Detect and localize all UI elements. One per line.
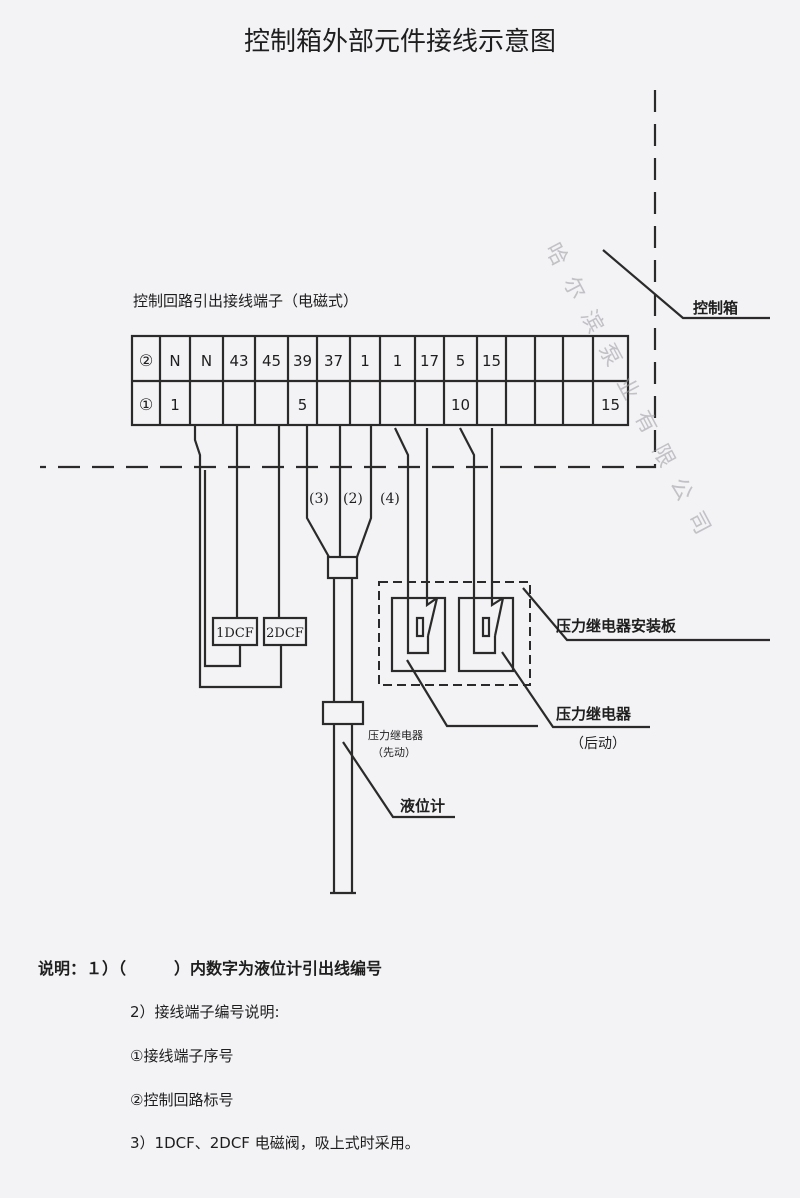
gauge-tube xyxy=(332,578,354,893)
relay-late-sub: （后动） xyxy=(570,736,626,752)
terminal-cell: 15 xyxy=(601,396,620,414)
terminal-cell: 1 xyxy=(393,352,403,370)
terminal-cell: 37 xyxy=(324,352,343,370)
relay-early xyxy=(390,596,447,673)
level-gauge-label: 液位计 xyxy=(400,797,445,815)
valve-1dcf xyxy=(211,616,259,647)
terminal-cell: 1 xyxy=(360,352,370,370)
wire-gauge-3 xyxy=(305,425,330,558)
wire-relay-late-a xyxy=(459,427,497,655)
relay-late-contact xyxy=(481,616,491,638)
terminal-caption: 控制回路引出接线端子（电磁式） xyxy=(133,292,358,310)
relay-late xyxy=(457,596,515,673)
relay-late-label: 压力继电器 xyxy=(556,705,632,723)
diagram-title: 控制箱外部元件接线示意图 xyxy=(244,27,556,57)
gauge-junction-box xyxy=(326,555,359,580)
wire-gauge-4 xyxy=(355,425,373,558)
relay-late-switch xyxy=(493,597,505,637)
terminal-cell: 5 xyxy=(298,396,308,414)
terminal-cell: 43 xyxy=(229,352,248,370)
wires xyxy=(193,425,504,689)
note-3: ①接线端子序号 xyxy=(130,1047,233,1065)
wire-relay-late-b xyxy=(490,428,504,608)
control-box-callout xyxy=(602,249,770,320)
note-1: 说明：１）（ ）内数字为液位计引出线编号 xyxy=(38,959,382,978)
watermark: 哈尔滨泵业有限公司 xyxy=(540,239,723,553)
mount-plate-label: 压力继电器安装板 xyxy=(556,617,677,635)
table-row-label: ② xyxy=(139,351,153,370)
terminal-cell: 1 xyxy=(170,396,180,414)
terminal-cell: 10 xyxy=(451,396,470,414)
wire-relay-early-b xyxy=(425,428,438,608)
relay-early-contact xyxy=(415,616,425,638)
relay-late-callout xyxy=(501,651,650,729)
terminal-cell: 39 xyxy=(293,352,312,370)
gauge-flange xyxy=(321,700,365,726)
level-gauge xyxy=(321,555,365,895)
terminal-cell: N xyxy=(201,352,212,370)
wire-number-2: (2) xyxy=(343,491,363,507)
relay-early-callout xyxy=(406,659,538,728)
relay-early-sub: （先动） xyxy=(372,746,416,759)
control-box-label: 控制箱 xyxy=(693,299,738,317)
note-5: 3）1DCF、2DCF 电磁阀，吸上式时采用。 xyxy=(130,1134,420,1152)
terminal-cell: 45 xyxy=(262,352,281,370)
mount-plate-callout xyxy=(522,587,770,642)
relay-early-switch xyxy=(426,597,439,637)
note-4: ②控制回路标号 xyxy=(130,1091,233,1109)
valve-2dcf-label: 2DCF xyxy=(266,626,304,641)
relay-early-label: 压力继电器 xyxy=(368,729,423,742)
wire-number-4: (4) xyxy=(380,491,400,507)
level-gauge-callout xyxy=(342,741,455,819)
terminal-cell: 15 xyxy=(482,352,501,370)
terminal-cell: 17 xyxy=(420,352,439,370)
table-row-label: ① xyxy=(139,395,153,414)
wire-relay-early-a xyxy=(394,427,430,655)
wire-1dcf-return xyxy=(203,470,242,668)
terminal-cell: N xyxy=(169,352,180,370)
terminal-cell: 5 xyxy=(456,352,466,370)
wire-number-3: (3) xyxy=(309,491,329,507)
note-2: 2）接线端子编号说明: xyxy=(130,1003,280,1021)
valve-2dcf xyxy=(262,616,308,647)
control-box-boundary xyxy=(40,90,657,469)
valve-1dcf-label: 1DCF xyxy=(216,626,254,641)
relay-mount-plate xyxy=(378,581,531,686)
wire-2dcf-return xyxy=(193,425,283,689)
